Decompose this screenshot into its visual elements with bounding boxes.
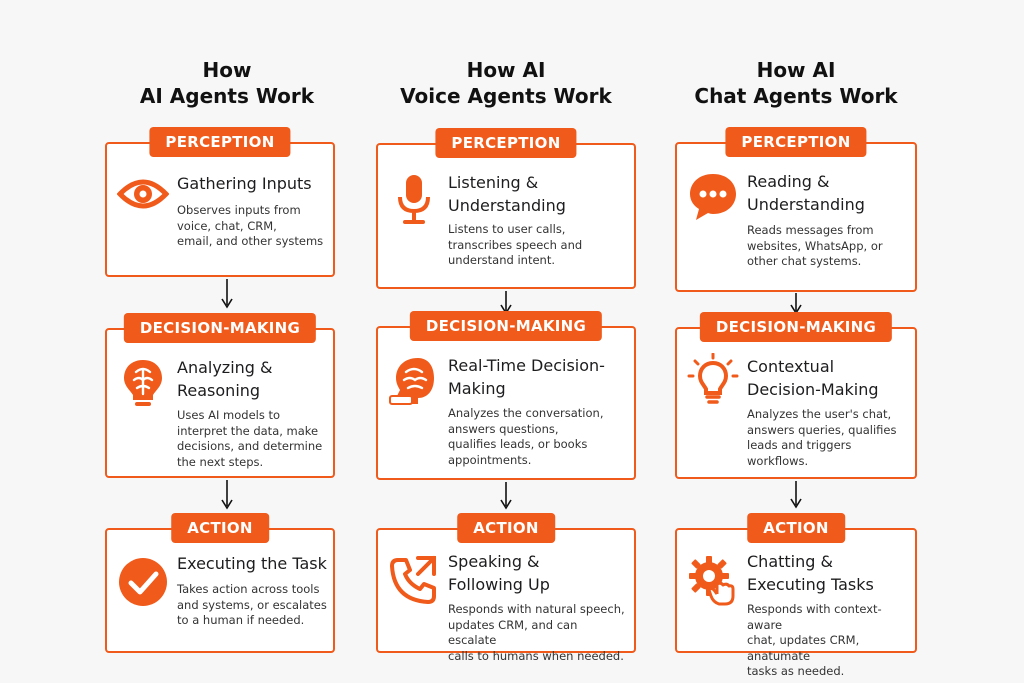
decision-badge: DECISION-MAKING [699,312,893,342]
card-heading: Executing the Task [177,554,327,573]
perception-badge: PERCEPTION [435,128,577,158]
decision-card: DECISION-MAKING Real-Time Decision- Maki… [376,311,636,480]
action-card: ACTION Speaking & Following Up Responds … [376,513,636,663]
card-description: Observes inputs from voice, chat, CRM, e… [177,203,324,248]
decision-badge: DECISION-MAKING [409,311,603,341]
column-chat-agents: How AI Chat Agents Work PERCEPTION Readi… [675,0,917,683]
brain-head-icon [388,354,440,406]
card-description: Analyzes the user's chat, answers querie… [747,407,897,468]
perception-card: PERCEPTION Gathering Inputs Observes inp… [105,127,335,277]
flow-arrow [500,482,512,510]
perception-badge: PERCEPTION [149,127,291,157]
card-heading: Contextual Decision-Making [747,357,879,399]
card-heading: Analyzing & Reasoning [177,358,273,400]
eye-icon [117,168,169,220]
column-ai-agents: How AI Agents Work PERCEPTION Gathering … [97,0,357,683]
card-heading: Chatting & Executing Tasks [747,552,874,594]
gear-hand-icon [687,554,739,606]
perception-card: PERCEPTION Listening & Understanding Lis… [376,128,636,289]
card-description: Responds with context-aware chat, update… [747,602,882,678]
checkmark-circle-icon [117,556,169,608]
column-title: How AI Chat Agents Work [694,58,898,108]
chat-bubble-icon [687,170,739,222]
action-badge: ACTION [171,513,269,543]
flow-arrow [221,480,233,510]
card-heading: Real-Time Decision- Making [448,356,605,398]
card-description: Listens to user calls, transcribes speec… [448,222,583,267]
action-card: ACTION Executing the Task Takes action a… [105,513,335,653]
decision-card: DECISION-MAKING Contextual Decision-Maki… [675,312,917,479]
card-description: Analyzes the conversation, answers quest… [448,406,604,467]
brain-bulb-icon [117,356,169,408]
flow-arrow [790,481,802,509]
action-card: ACTION Chatting & Executing Tasks Respon… [675,513,917,678]
flow-arrow [221,279,233,309]
card-description: Takes action across tools and systems, o… [177,582,327,627]
decision-card: DECISION-MAKING Analyzing & Reasoning Us… [105,313,335,478]
column-title: How AI Voice Agents Work [400,58,612,108]
card-heading: Speaking & Following Up [448,552,550,594]
card-description: Reads messages from websites, WhatsApp, … [747,223,883,268]
card-heading: Gathering Inputs [177,174,312,193]
perception-card: PERCEPTION Reading & Understanding Reads… [675,127,917,292]
perception-badge: PERCEPTION [725,127,867,157]
microphone-icon [388,173,440,225]
action-badge: ACTION [747,513,845,543]
card-heading: Listening & Understanding [448,173,566,215]
card-description: Responds with natural speech, updates CR… [448,602,625,663]
card-description: Uses AI models to interpret the data, ma… [177,408,323,469]
lightbulb-icon [687,353,739,405]
card-heading: Reading & Understanding [747,172,865,214]
phone-call-icon [388,554,440,606]
decision-badge: DECISION-MAKING [123,313,317,343]
action-badge: ACTION [457,513,555,543]
column-title: How AI Agents Work [139,58,315,108]
column-voice-agents: How AI Voice Agents Work PERCEPTION List… [376,0,636,683]
